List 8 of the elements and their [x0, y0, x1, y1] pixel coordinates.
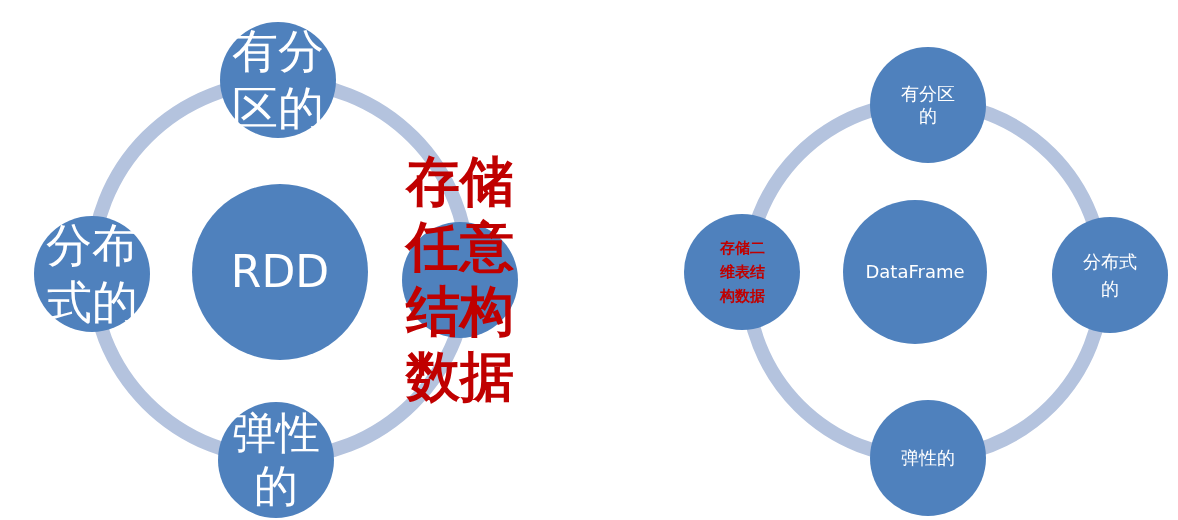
node-label: 分布式的 — [1083, 250, 1137, 301]
node-label: 存储二维表结构数据 — [719, 238, 765, 307]
node-label: 存储任意结构数据 — [406, 150, 514, 410]
node-label: RDD — [230, 245, 330, 299]
node-label: 有分区的 — [901, 83, 955, 127]
node-label: 弹性的 — [232, 407, 320, 513]
node-label: DataFrame — [865, 261, 965, 283]
node-label: 弹性的 — [901, 447, 955, 469]
